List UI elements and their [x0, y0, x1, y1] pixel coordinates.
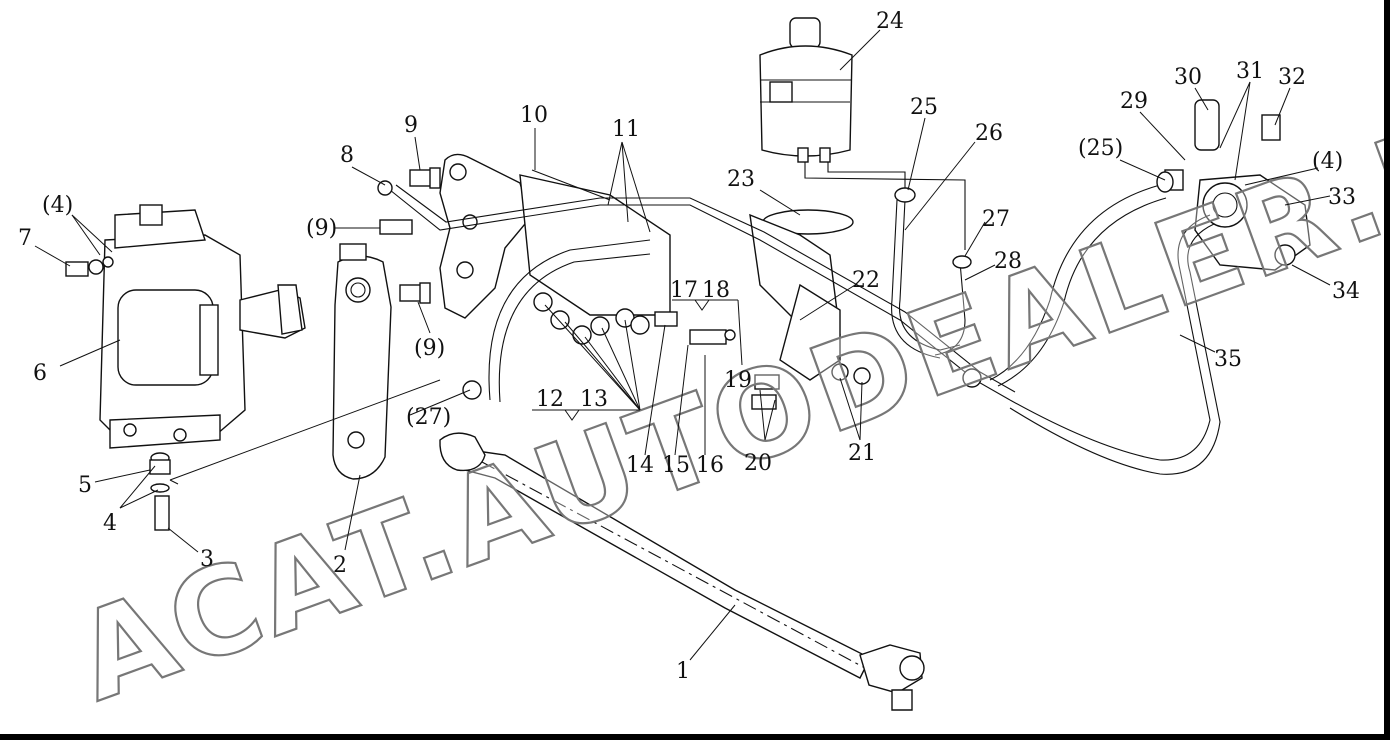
callout-24: 24: [876, 9, 904, 34]
callout-4-ref-left: (4): [42, 193, 73, 218]
callout-31: 31: [1236, 59, 1264, 84]
callout-20: 20: [744, 451, 772, 476]
callout-27: 27: [982, 207, 1010, 232]
callout-2: 2: [333, 553, 347, 578]
callout-5: 5: [78, 473, 92, 498]
callout-34: 34: [1332, 279, 1360, 304]
tie-rod: [439, 432, 925, 711]
callout-3: 3: [200, 547, 214, 572]
bracket: [439, 153, 671, 319]
callout-labels: 1 2 3 4 (4) (4) 5 6 7 8 9 (9) (9) 10 11 …: [18, 9, 1360, 684]
callout-25-ref: (25): [1078, 136, 1123, 161]
callout-9-ref-lower: (9): [414, 336, 445, 361]
callout-12: 12: [536, 387, 564, 412]
callout-35: 35: [1214, 347, 1242, 372]
callout-21: 21: [848, 441, 876, 466]
callout-30: 30: [1174, 65, 1202, 90]
callout-26: 26: [975, 121, 1003, 146]
callout-27-ref: (27): [406, 405, 451, 430]
reservoir: [759, 17, 853, 163]
callout-6: 6: [33, 361, 47, 386]
watermark: ACAT.AUTODEALER.RU: [59, 58, 1384, 729]
callout-22: 22: [852, 268, 880, 293]
steering-gear: [99, 204, 306, 449]
fittings: [377, 171, 1174, 400]
callout-33: 33: [1328, 185, 1356, 210]
callout-14: 14: [626, 453, 654, 478]
callout-25: 25: [910, 95, 938, 120]
callout-7: 7: [18, 226, 32, 251]
callout-9: 9: [404, 113, 418, 138]
pitman-arm: [332, 255, 392, 480]
callout-16: 16: [696, 453, 724, 478]
bolts-9: [339, 167, 441, 304]
hoses: [389, 162, 1221, 475]
bolts-12-13: [533, 292, 678, 345]
callout-9-ref-upper: (9): [306, 216, 337, 241]
callout-4: 4: [103, 511, 117, 536]
callout-8: 8: [340, 143, 354, 168]
callout-1: 1: [676, 659, 690, 684]
callout-17: 17: [670, 278, 698, 303]
callout-18: 18: [702, 278, 730, 303]
callout-13: 13: [580, 387, 608, 412]
leader-lines: [34, 29, 1331, 661]
callout-29: 29: [1120, 89, 1148, 114]
callout-10: 10: [520, 103, 548, 128]
callout-32: 32: [1278, 65, 1306, 90]
callout-15: 15: [662, 453, 690, 478]
fasteners-left: [65, 256, 171, 531]
callout-4-ref-right: (4): [1312, 149, 1343, 174]
callout-23: 23: [727, 167, 755, 192]
callout-11: 11: [612, 117, 640, 142]
callout-19: 19: [724, 368, 752, 393]
callout-28: 28: [994, 249, 1022, 274]
